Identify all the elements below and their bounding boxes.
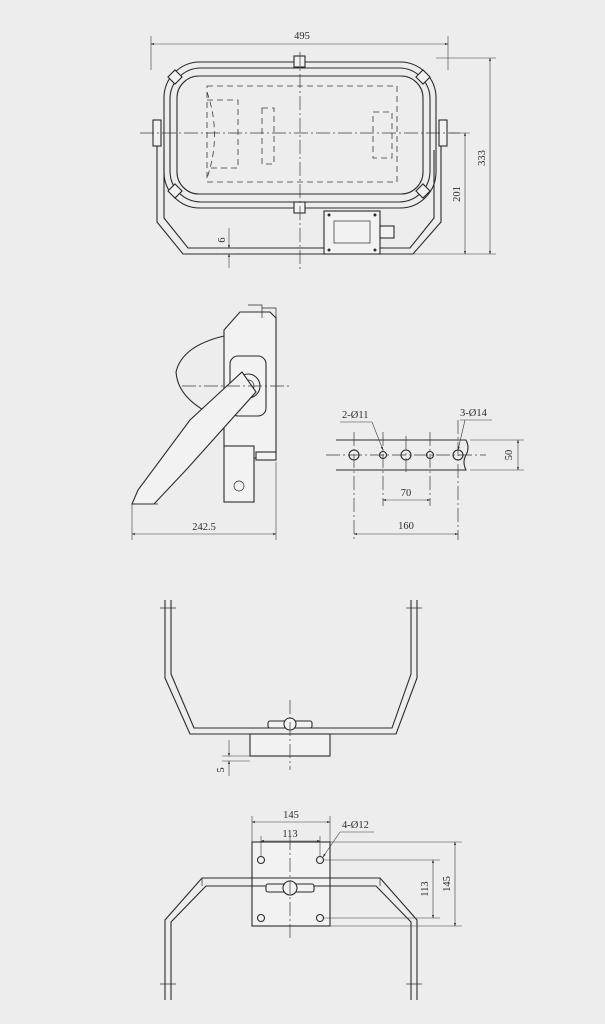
side-view: 242.5	[131, 304, 290, 540]
front-width-label: 495	[294, 31, 310, 42]
small-holes-label: 2-Ø11	[342, 410, 368, 421]
side-junction-box	[223, 445, 255, 503]
plate-holes-label: 4-Ø12	[342, 820, 369, 831]
bracket-hole-detail: 2-Ø11 3-Ø14 70 160 50	[326, 408, 524, 540]
plate-outer-width-label: 145	[283, 810, 299, 821]
front-view: 495 333	[140, 31, 496, 272]
bracket-offset-label: 5	[216, 767, 227, 772]
reflector-outline	[206, 85, 398, 183]
side-depth-label: 242.5	[192, 522, 216, 533]
junction-box	[323, 210, 381, 255]
hole-span-label: 160	[398, 521, 414, 532]
bracket-width-label: 50	[504, 450, 515, 461]
frame-clip	[293, 55, 306, 68]
base-plate-view: 145 113 4-Ø12 113 145	[160, 810, 462, 1000]
front-offset-label: 6	[217, 237, 228, 242]
frame-clip	[293, 201, 306, 214]
front-height-label: 333	[477, 150, 488, 166]
plate-inner-width-label: 113	[282, 829, 297, 840]
large-holes-label: 3-Ø14	[460, 408, 488, 419]
front-center-height-label: 201	[452, 186, 463, 202]
plate-outer-height-label: 145	[442, 876, 453, 892]
plate-inner-height-label: 113	[420, 881, 431, 896]
bracket-front-view: 5	[160, 600, 422, 776]
hole-pitch-label: 70	[401, 488, 412, 499]
